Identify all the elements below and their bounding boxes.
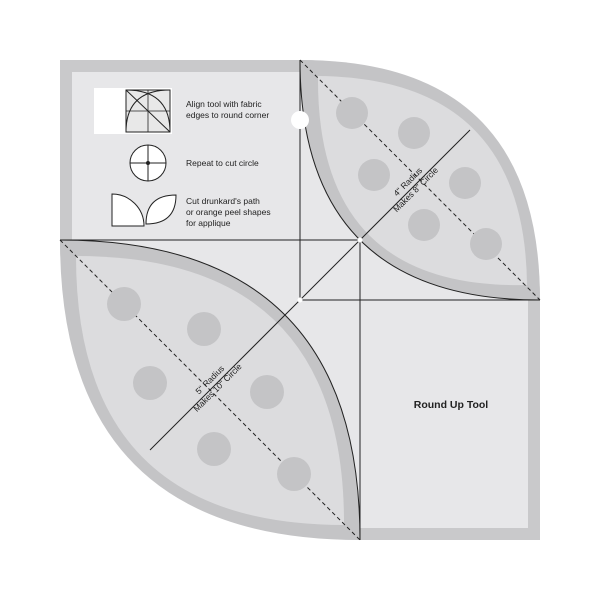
- dot: [107, 287, 141, 321]
- dot: [408, 209, 440, 241]
- dot: [197, 432, 231, 466]
- dot: [470, 228, 502, 260]
- instruction-3-line-1: Cut drunkard's path: [186, 196, 260, 206]
- dot: [277, 457, 311, 491]
- dot: [336, 97, 368, 129]
- small-petal-axis: [359, 129, 471, 241]
- instruction-3-line-3: for applique: [186, 218, 231, 228]
- dot: [133, 366, 167, 400]
- dot: [358, 159, 390, 191]
- center-diagonal: [299, 239, 361, 301]
- instruction-1-line-1: Align tool with fabric: [186, 99, 262, 109]
- instruction-3-line-2: or orange peel shapes: [186, 207, 271, 217]
- orange-peel-icon: [111, 193, 177, 227]
- product-title: Round Up Tool: [414, 399, 489, 411]
- hanging-hole: [291, 111, 309, 129]
- dot: [398, 117, 430, 149]
- corner-rounding-icon: [125, 89, 171, 133]
- small-petal-dots: [336, 97, 502, 260]
- instruction-2-line-1: Repeat to cut circle: [186, 158, 259, 168]
- center-mark-2: [357, 237, 363, 243]
- dot: [187, 312, 221, 346]
- circle-crosshair-icon: [129, 144, 167, 182]
- dot: [250, 375, 284, 409]
- instruction-1-line-2: edges to round corner: [186, 110, 269, 120]
- center-mark-1: [297, 297, 303, 303]
- large-petal-dots: [107, 287, 311, 491]
- dot: [449, 167, 481, 199]
- large-petal-axis: [149, 299, 301, 451]
